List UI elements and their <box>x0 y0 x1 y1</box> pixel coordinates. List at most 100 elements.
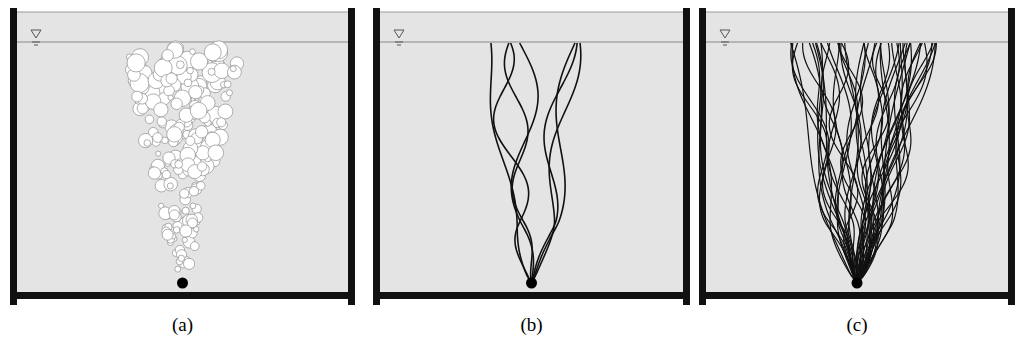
bubble <box>162 170 170 178</box>
water-level-symbol <box>394 30 404 38</box>
liquid-strand <box>792 43 857 283</box>
liquid-strand <box>792 43 857 283</box>
source-point <box>177 278 188 289</box>
water-level-symbol <box>34 45 38 46</box>
bubble <box>132 91 143 102</box>
tank-wall <box>699 8 706 305</box>
bubble <box>197 162 206 171</box>
tank-wall <box>373 8 380 305</box>
panel-label: (a) <box>172 314 193 336</box>
bubble <box>183 258 194 269</box>
bubble <box>197 181 206 190</box>
water-line <box>17 42 348 43</box>
tank-top <box>706 12 1008 13</box>
tank-wall <box>683 8 690 305</box>
water <box>17 12 348 292</box>
bubble <box>175 160 183 168</box>
liquid-strand <box>857 43 935 283</box>
bubble <box>187 67 194 74</box>
tank-bottom <box>373 292 690 299</box>
bubble <box>157 117 166 126</box>
bubble <box>190 102 207 119</box>
tank-bottom <box>699 292 1015 299</box>
bubble <box>180 225 192 237</box>
liquid-strand <box>532 43 576 283</box>
bubble <box>127 54 145 72</box>
water-level-symbol <box>723 45 727 46</box>
bubble <box>167 127 182 142</box>
bubble <box>176 61 184 69</box>
bubble <box>182 207 189 214</box>
liquid-strand <box>857 43 921 283</box>
liquid-strand <box>532 43 581 283</box>
bubble <box>166 73 177 84</box>
bubble <box>162 50 173 61</box>
tank-wall <box>10 8 17 305</box>
bubble <box>168 95 173 100</box>
liquid-strand <box>857 43 871 283</box>
bubble <box>190 49 196 55</box>
bubble <box>190 203 196 209</box>
panel-label: (b) <box>520 314 542 336</box>
water-level-symbol <box>31 30 41 38</box>
source-point <box>526 278 537 289</box>
bubble <box>230 66 236 72</box>
liquid-strand <box>809 43 857 283</box>
liquid-strand <box>791 43 857 283</box>
water-level-symbol <box>395 42 403 43</box>
tank-wall <box>348 8 355 305</box>
bubble <box>173 227 179 233</box>
liquid-strand <box>857 43 910 283</box>
bubble <box>184 79 192 87</box>
bubble <box>178 255 184 261</box>
liquid-strand <box>857 43 905 283</box>
bubble <box>156 151 161 156</box>
water-level-symbol <box>32 42 40 43</box>
liquid-strand <box>490 43 531 283</box>
liquid-strand <box>857 43 908 283</box>
bubble <box>162 229 173 240</box>
bubble <box>153 133 163 143</box>
tank <box>10 8 355 305</box>
tank <box>373 8 690 305</box>
bubble <box>189 86 202 99</box>
tank-top <box>380 12 683 13</box>
bubble <box>218 104 233 119</box>
water-level-symbol <box>721 42 729 43</box>
bubble <box>208 68 215 75</box>
liquid-strand <box>857 43 922 283</box>
bubble <box>154 103 168 117</box>
water <box>706 12 1008 292</box>
water-line <box>706 42 1008 43</box>
bubble <box>144 140 151 147</box>
bubble <box>226 90 232 96</box>
source-point <box>852 278 863 289</box>
bubble <box>169 210 179 220</box>
liquid-strand <box>857 43 920 283</box>
liquid-strand <box>857 43 932 283</box>
tank-top <box>17 12 348 13</box>
liquid-strand <box>857 43 935 283</box>
tank <box>699 8 1015 305</box>
tank-wall <box>1008 8 1015 305</box>
liquid-strand <box>857 43 899 283</box>
liquid-strand <box>857 43 933 283</box>
bubble <box>227 65 241 79</box>
bubble <box>148 167 160 179</box>
liquid-strand <box>532 43 578 283</box>
liquid-strand <box>816 43 857 283</box>
liquid-strand <box>857 43 936 283</box>
bubble <box>164 177 178 191</box>
bubble <box>167 183 173 189</box>
bubble <box>180 189 189 198</box>
liquid-strand <box>857 43 911 283</box>
bubble <box>186 136 195 145</box>
water-level-symbol <box>397 45 401 46</box>
bubble <box>217 118 226 127</box>
bubble <box>182 237 187 242</box>
liquid-strand <box>791 43 857 283</box>
bubble <box>208 145 224 161</box>
panel-label: (c) <box>846 314 867 336</box>
water-line <box>380 42 683 43</box>
